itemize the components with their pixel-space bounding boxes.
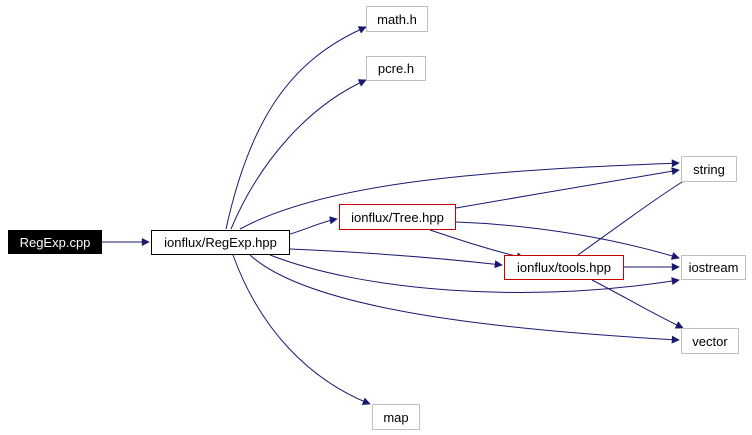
node-math-h[interactable]: math.h: [366, 6, 428, 32]
node-vector[interactable]: vector: [681, 328, 739, 354]
node-regexp-cpp[interactable]: RegExp.cpp: [8, 230, 102, 254]
node-regexp-hpp[interactable]: ionflux/RegExp.hpp: [151, 230, 290, 255]
edge-regexp-hpp-to-string: [239, 159, 680, 230]
edge-regexp-hpp-to-map: [232, 254, 371, 406]
edge-tree-hpp-to-string: [455, 167, 680, 209]
node-map[interactable]: map: [372, 404, 420, 430]
edge-tools-hpp-to-string: [577, 173, 696, 256]
edge-regexp-hpp-to-iostream: [269, 254, 680, 293]
edge-regexp-hpp-to-pcre-h: [230, 79, 367, 230]
edge-regexp-hpp-to-math-h: [225, 26, 367, 230]
edge-regexp-hpp-to-vector: [249, 254, 680, 344]
node-string[interactable]: string: [681, 156, 737, 182]
node-tree-hpp[interactable]: ionflux/Tree.hpp: [339, 204, 456, 230]
node-pcre-h[interactable]: pcre.h: [366, 56, 426, 81]
edge-regexp-hpp-to-tree-hpp: [289, 216, 338, 235]
node-tools-hpp[interactable]: ionflux/tools.hpp: [504, 255, 624, 280]
edge-regexp-hpp-to-tools-hpp: [289, 248, 503, 269]
edge-tools-hpp-to-vector: [591, 279, 684, 329]
edge-tree-hpp-to-iostream: [455, 221, 680, 260]
node-iostream[interactable]: iostream: [681, 255, 746, 280]
edge-tree-hpp-to-tools-hpp: [429, 229, 525, 261]
